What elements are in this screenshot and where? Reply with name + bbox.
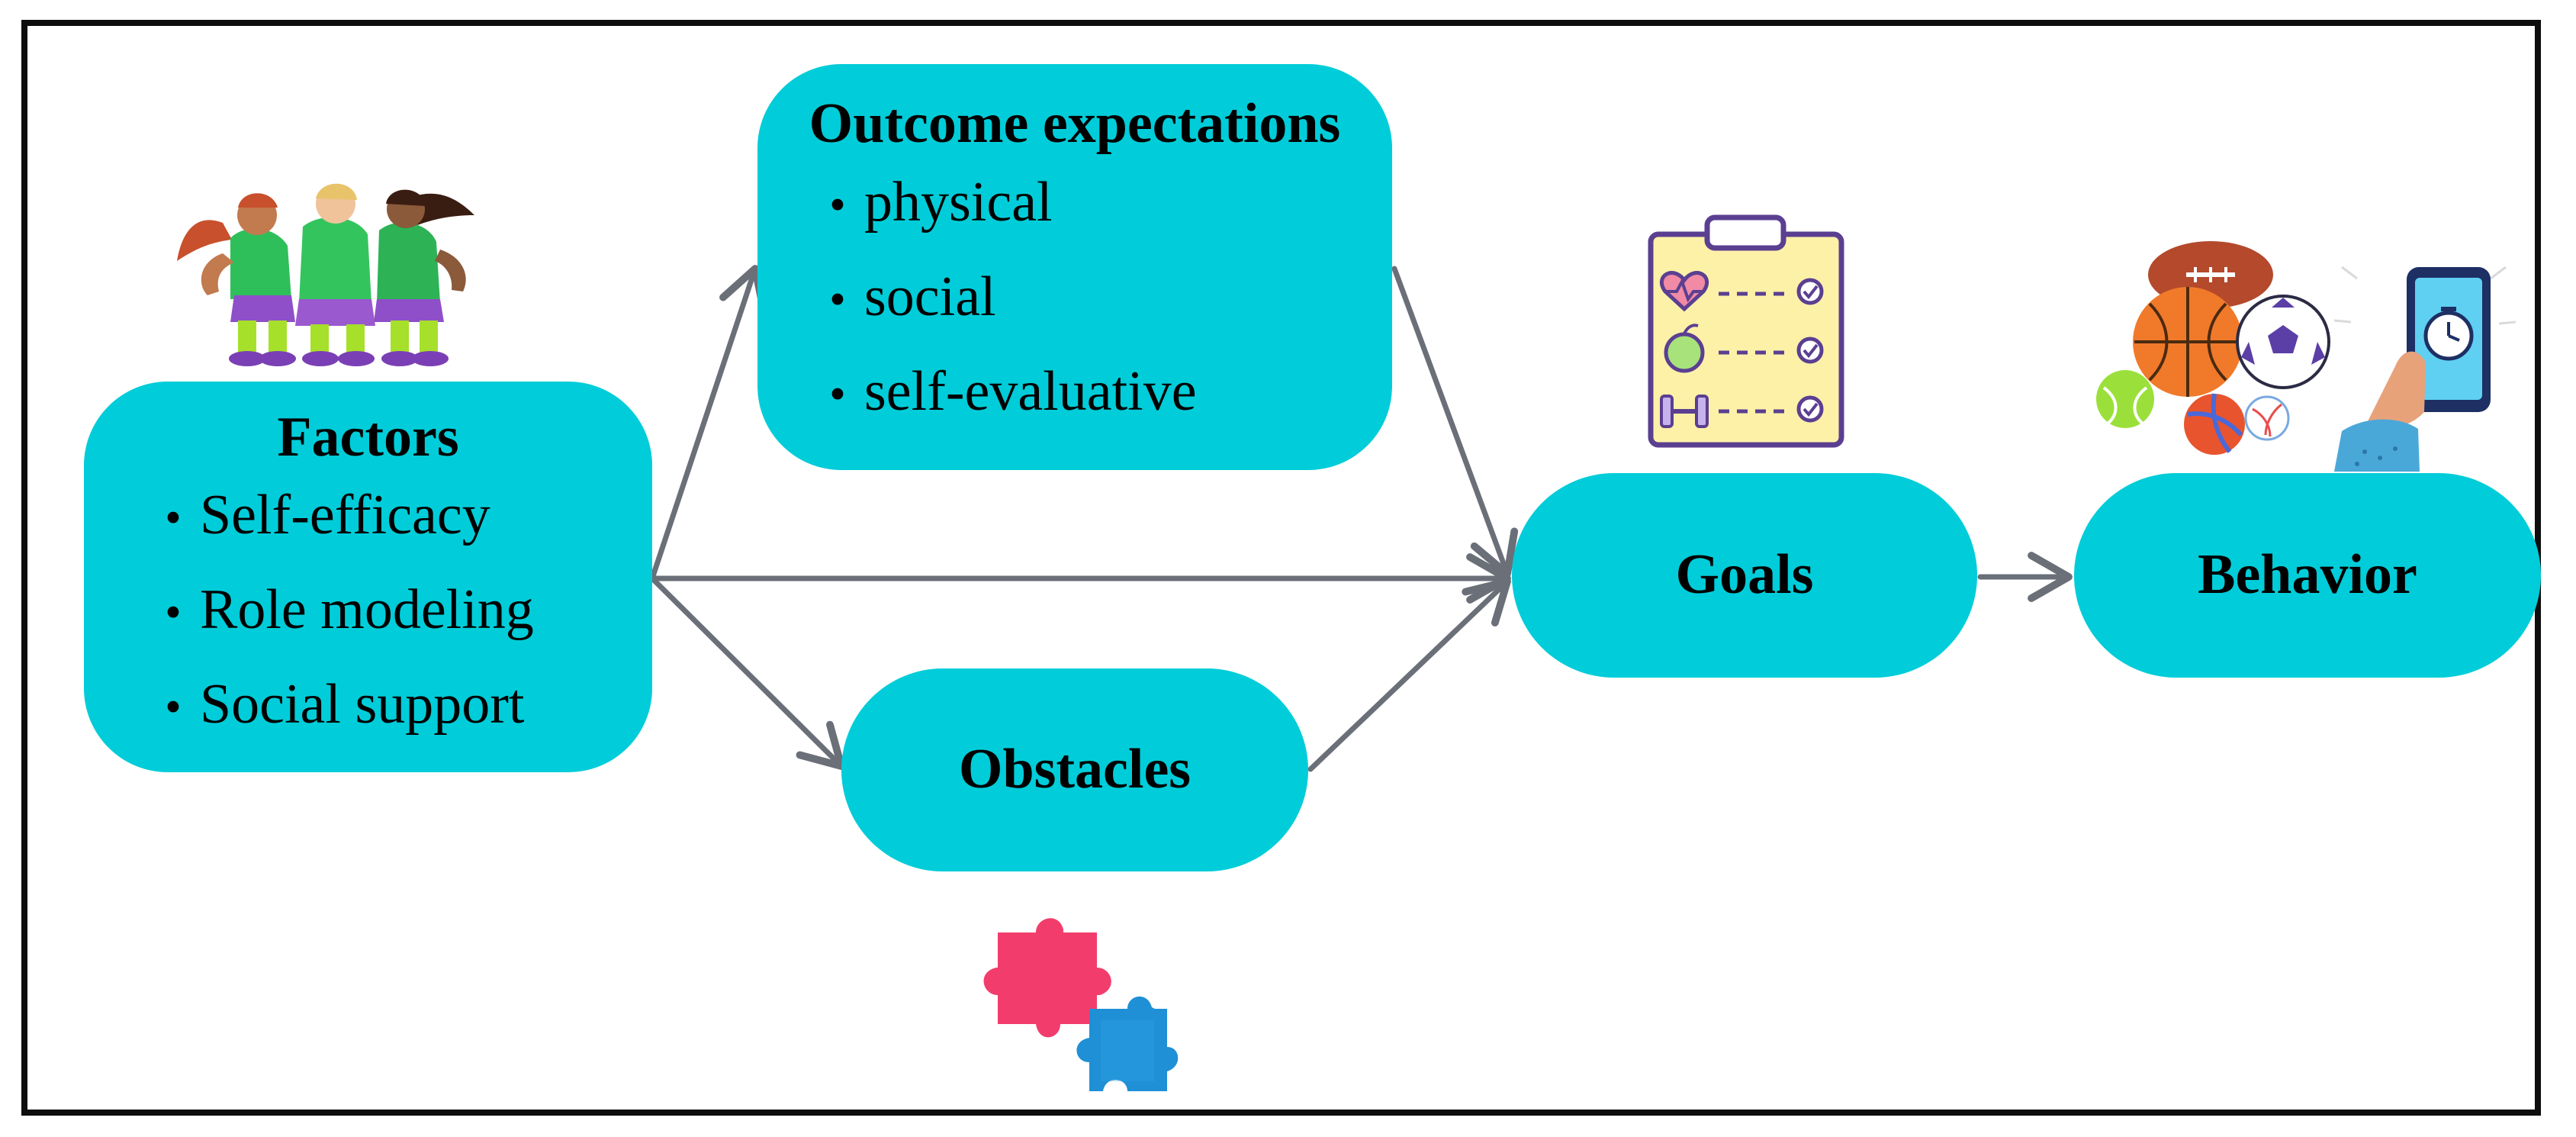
list-item: •physical <box>829 171 1053 234</box>
factors-list: •Self-efficacy •Role modeling •Social su… <box>146 469 534 753</box>
edge-factors-obstacles <box>649 575 845 770</box>
behavior-title: Behavior <box>2198 543 2417 607</box>
list-item: •self-evaluative <box>829 360 1197 424</box>
fitness-tracker-phone-icon <box>2334 266 2517 472</box>
edge-factors-outcome <box>649 265 768 581</box>
list-item: •social <box>829 266 996 329</box>
puzzle-pieces-icon <box>983 918 1179 1091</box>
outcome-expectations-list: •physical •social •self-evaluative <box>811 156 1197 440</box>
factors-title: Factors <box>277 406 459 469</box>
list-item: •Self-efficacy <box>165 483 490 546</box>
edge-outcome-goals <box>1391 266 1519 578</box>
goals-title: Goals <box>1675 543 1814 607</box>
obstacles-node: Obstacles <box>841 668 1308 871</box>
outcome-expectations-node: Outcome expectations •physical •social •… <box>757 64 1392 470</box>
list-item: •Role modeling <box>165 578 534 641</box>
outcome-expectations-title: Outcome expectations <box>809 92 1341 155</box>
factors-node: Factors •Self-efficacy •Role modeling •S… <box>84 382 652 772</box>
obstacles-title: Obstacles <box>958 738 1192 801</box>
goals-node: Goals <box>1512 473 1977 678</box>
sports-balls-icon <box>2096 241 2330 455</box>
edge-obstacles-goals <box>1307 578 1511 772</box>
health-checklist-icon <box>1648 214 1844 448</box>
list-item: •Social support <box>165 672 525 736</box>
behavior-node: Behavior <box>2074 473 2541 678</box>
soccer-players-icon <box>177 183 474 366</box>
